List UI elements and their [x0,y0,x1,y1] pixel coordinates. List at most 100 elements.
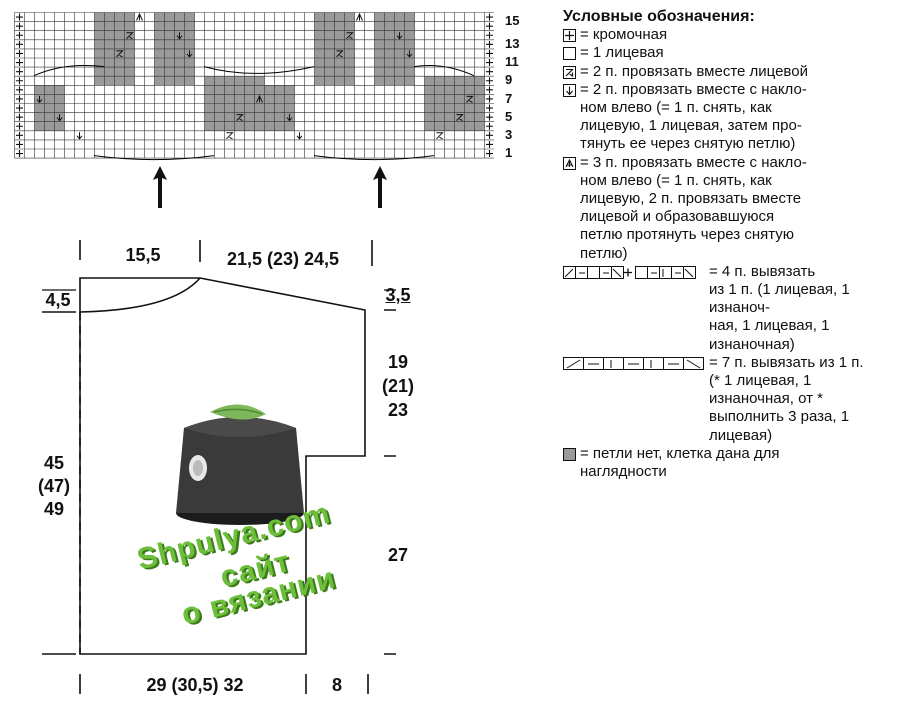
legend-text: = 4 п. вывязать из 1 п. (1 лицевая, 1 из… [709,262,850,353]
legend-text: = 7 п. вывязать из 1 п. (* 1 лицевая, 1 … [709,353,864,444]
stitch-symbol [116,50,124,58]
legend: Условные обозначения: = кромочная = 1 ли… [563,8,898,481]
ssk-box-icon [563,83,576,97]
shaded-cells [444,85,475,131]
legend-text: = 2 п. провязать вместе лицевой [580,62,808,80]
row-label: 13 [505,36,520,51]
edge-stitch-mark [486,140,493,148]
edge-stitch-mark [16,122,23,130]
dim-length-size: 49 [43,499,65,519]
dim-length-size: 45 [43,453,65,473]
legend-item: = кромочная [563,26,898,44]
edge-stitch-mark [16,13,23,21]
row-label: 1 [505,145,513,160]
edge-stitch-mark [486,122,493,130]
stitch-symbol [256,94,263,103]
legend-item: = 2 п. провязать вместе с накло- ном вле… [563,81,898,154]
edge-stitch-mark [16,104,23,112]
edge-stitch-mark [16,95,23,103]
plus-box-icon [563,29,576,43]
repeat-arrow-left [153,166,167,208]
edge-stitch-mark [486,49,493,57]
edge-stitch-mark [16,22,23,30]
stitch-symbol [136,12,143,21]
dim-length-size: (47) [37,476,70,496]
stitch-symbol [296,132,303,140]
stitch-symbol [286,114,293,122]
stitch-symbol [176,32,183,40]
dim-top-right: 21,5 (23) 24,5 [226,249,340,269]
increase-bracket [313,155,435,161]
legend-item: = 7 п. вывязать из 1 п. (* 1 лицевая, 1 … [563,354,898,445]
edge-stitch-mark [16,49,23,57]
increase-7-icon [563,356,704,370]
edge-stitch-mark [486,13,493,21]
dim-top-left: 15,5 [125,245,161,265]
edge-stitch-mark [486,22,493,30]
legend-text: = петли нет, клетка дана для наглядности [580,444,780,481]
legend-text: = 2 п. провязать вместе с накло- ном вле… [580,80,807,153]
legend-item: = 4 п. вывязать из 1 п. (1 лицевая, 1 из… [563,263,898,354]
edge-stitch-mark [486,95,493,103]
stitch-symbol [456,114,464,122]
edge-stitch-mark [16,150,23,158]
stitch-symbol [186,50,193,58]
row-label: 5 [505,109,513,124]
edge-stitch-mark [16,40,23,48]
edge-stitch-mark [486,131,493,139]
stitch-symbol [126,32,134,40]
edge-stitch-mark [486,150,493,158]
repeat-arrow-right [373,166,387,208]
stitch-symbol [466,95,474,103]
legend-text: = кромочная [580,26,668,44]
dim-armhole-size: 19 [387,352,409,372]
legend-text: = 3 п. провязать вместе с накло- ном вле… [580,153,807,262]
k2tog-box-icon [563,65,576,79]
stitch-symbol [436,132,444,140]
row-label: 11 [505,54,519,69]
edge-stitch-mark [16,77,23,85]
dim-armhole-size: (21) [381,376,414,396]
row-label: 3 [505,127,513,142]
edge-stitch-mark [486,59,493,67]
dim-right-drop: 3,5 [385,285,411,305]
dim-armhole-size: 23 [387,400,409,420]
increase-bracket [203,66,315,74]
increase-bracket [33,64,105,77]
legend-title: Условные обозначения: [563,8,755,25]
edge-stitch-mark [16,68,23,76]
edge-stitch-mark [486,31,493,39]
knitting-chart [14,12,494,161]
dim-side: 27 [387,545,409,565]
stitch-symbol [336,50,344,58]
increase-bracket [93,155,215,161]
empty-box-icon [563,47,576,61]
stitch-symbol [396,32,403,40]
edge-stitch-mark [486,40,493,48]
increase-4-icon [563,265,696,279]
stitch-symbol [226,132,234,140]
legend-item: = петли нет, клетка дана для наглядности [563,445,898,481]
row-label: 9 [505,72,513,87]
row-label: 15 [505,13,520,28]
stitch-symbol [406,50,413,58]
stitch-symbol [236,114,244,122]
edge-stitch-mark [16,31,23,39]
stitch-symbol [346,32,354,40]
edge-stitch-mark [16,59,23,67]
edge-stitch-mark [16,113,23,121]
sk2p-box-icon [563,156,576,170]
dim-left-drop: 4,5 [45,290,71,310]
stitch-symbol [76,132,83,140]
increase-bracket [413,64,475,77]
edge-stitch-mark [486,113,493,121]
stitch-symbol [36,95,43,104]
legend-text: = 1 лицевая [580,44,664,62]
stitch-symbol [56,114,63,122]
edge-stitch-mark [486,68,493,76]
dim-bottom: 29 (30,5) 32 [146,675,244,695]
legend-item: = 2 п. провязать вместе лицевой [563,63,898,81]
gray-box-icon [563,447,576,461]
edge-stitch-mark [16,86,23,94]
stitch-symbol [356,12,363,21]
